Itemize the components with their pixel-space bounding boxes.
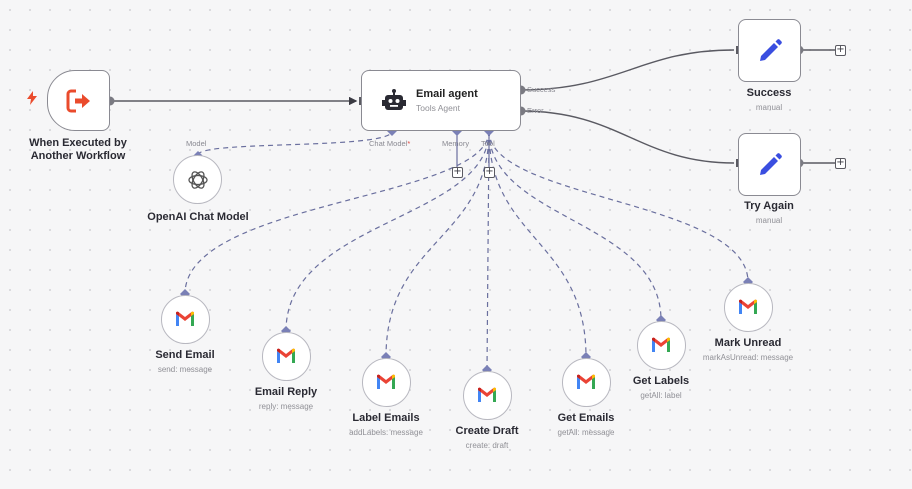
plus-icon: + (485, 166, 494, 177)
connection-tool-mark-unread[interactable] (488, 130, 749, 283)
email-reply-subtitle: reply: message (258, 402, 314, 411)
gmail-icon (478, 387, 496, 402)
get-emails-title: Get Emails (557, 412, 615, 424)
label-emails-subtitle: addLabels: message (349, 428, 423, 437)
create-draft-title: Create Draft (455, 425, 519, 437)
get-labels-subtitle: getAll: label (640, 391, 682, 400)
get-labels-label: Get Labels getAll: label (601, 375, 721, 400)
get-emails-label: Get Emails getAll: message (526, 412, 646, 437)
add-tool-button[interactable]: + (484, 167, 495, 178)
openai-chat-model-node[interactable] (173, 155, 222, 204)
try-again-node[interactable] (738, 133, 801, 196)
gmail-icon (652, 337, 670, 352)
email-agent-node[interactable]: Email agent Tools Agent (361, 70, 521, 131)
success-node[interactable] (738, 19, 801, 82)
trigger-label: When Executed by Another Workflow (20, 137, 136, 163)
success-port-label: Success (527, 85, 556, 94)
lightning-icon (27, 91, 37, 105)
agent-title: Email agent (416, 88, 478, 100)
openai-icon (187, 170, 208, 189)
required-marker: * (407, 139, 411, 148)
pencil-icon (759, 38, 782, 61)
create-draft-subtitle: create: draft (465, 441, 509, 450)
get-emails-subtitle: getAll: message (557, 428, 615, 437)
connection-tool-label-emails[interactable] (385, 130, 490, 358)
robot-icon (382, 88, 406, 110)
get-labels-title: Get Labels (632, 375, 690, 387)
gmail-icon (377, 374, 395, 389)
mark-unread-title: Mark Unread (714, 337, 782, 349)
add-after-tryagain-button[interactable]: + (835, 158, 846, 169)
try-again-subtitle: manual (755, 216, 783, 225)
openai-label: OpenAI Chat Model (136, 211, 260, 224)
trigger-node[interactable] (47, 70, 110, 131)
openai-title: OpenAI Chat Model (147, 211, 249, 223)
trigger-title: When Executed by Another Workflow (29, 137, 127, 162)
create-draft-node[interactable] (462, 370, 512, 420)
success-label: Success manual (719, 87, 819, 112)
try-again-title: Try Again (744, 200, 794, 212)
mark-unread-label: Mark Unread markAsUnread: message (688, 337, 808, 362)
memory-port-label: Memory (442, 139, 470, 148)
mark-unread-subtitle: markAsUnread: message (702, 353, 794, 362)
plus-icon: + (836, 157, 845, 168)
send-email-label: Send Email send: message (125, 349, 245, 374)
mark-unread-node[interactable] (723, 282, 773, 332)
plus-icon: + (836, 44, 845, 55)
error-port-label: Error (527, 106, 544, 115)
create-draft-label: Create Draft create: draft (427, 425, 547, 450)
connection-tool-email-reply[interactable] (285, 130, 490, 332)
agent-subtitle: Tools Agent (416, 103, 460, 113)
model-port-label: Model (186, 139, 207, 148)
email-reply-title: Email Reply (254, 386, 318, 398)
gmail-icon (176, 311, 194, 326)
connection-agent-error[interactable] (520, 110, 735, 164)
success-title: Success (746, 87, 792, 99)
send-email-subtitle: send: message (157, 365, 213, 374)
connection-model[interactable] (197, 130, 393, 156)
gmail-icon (739, 299, 757, 314)
connection-tool-get-emails[interactable] (488, 130, 587, 358)
chat-model-port-label: Chat Model* (369, 139, 410, 148)
try-again-label: Try Again manual (719, 200, 819, 225)
connection-tool-get-labels[interactable] (488, 130, 662, 321)
connection-agent-success[interactable] (520, 49, 735, 91)
tool-port-label: Tool (481, 139, 495, 148)
get-emails-node[interactable] (561, 357, 611, 407)
gmail-icon (577, 374, 595, 389)
label-emails-title: Label Emails (352, 412, 420, 424)
get-labels-node[interactable] (636, 320, 686, 370)
email-reply-node[interactable] (261, 331, 311, 381)
pencil-icon (759, 152, 782, 175)
send-email-node[interactable] (160, 294, 210, 344)
label-emails-node[interactable] (361, 357, 411, 407)
gmail-icon (277, 348, 295, 363)
email-reply-label: Email Reply reply: message (226, 386, 346, 411)
chat-model-label-text: Chat Model (369, 139, 408, 148)
add-memory-button[interactable]: + (452, 167, 463, 178)
send-email-title: Send Email (155, 349, 215, 361)
plus-icon: + (453, 166, 462, 177)
add-after-success-button[interactable]: + (835, 45, 846, 56)
sign-in-arrow-icon (66, 88, 90, 113)
label-emails-label: Label Emails addLabels: message (326, 412, 446, 437)
success-subtitle: manual (755, 103, 783, 112)
